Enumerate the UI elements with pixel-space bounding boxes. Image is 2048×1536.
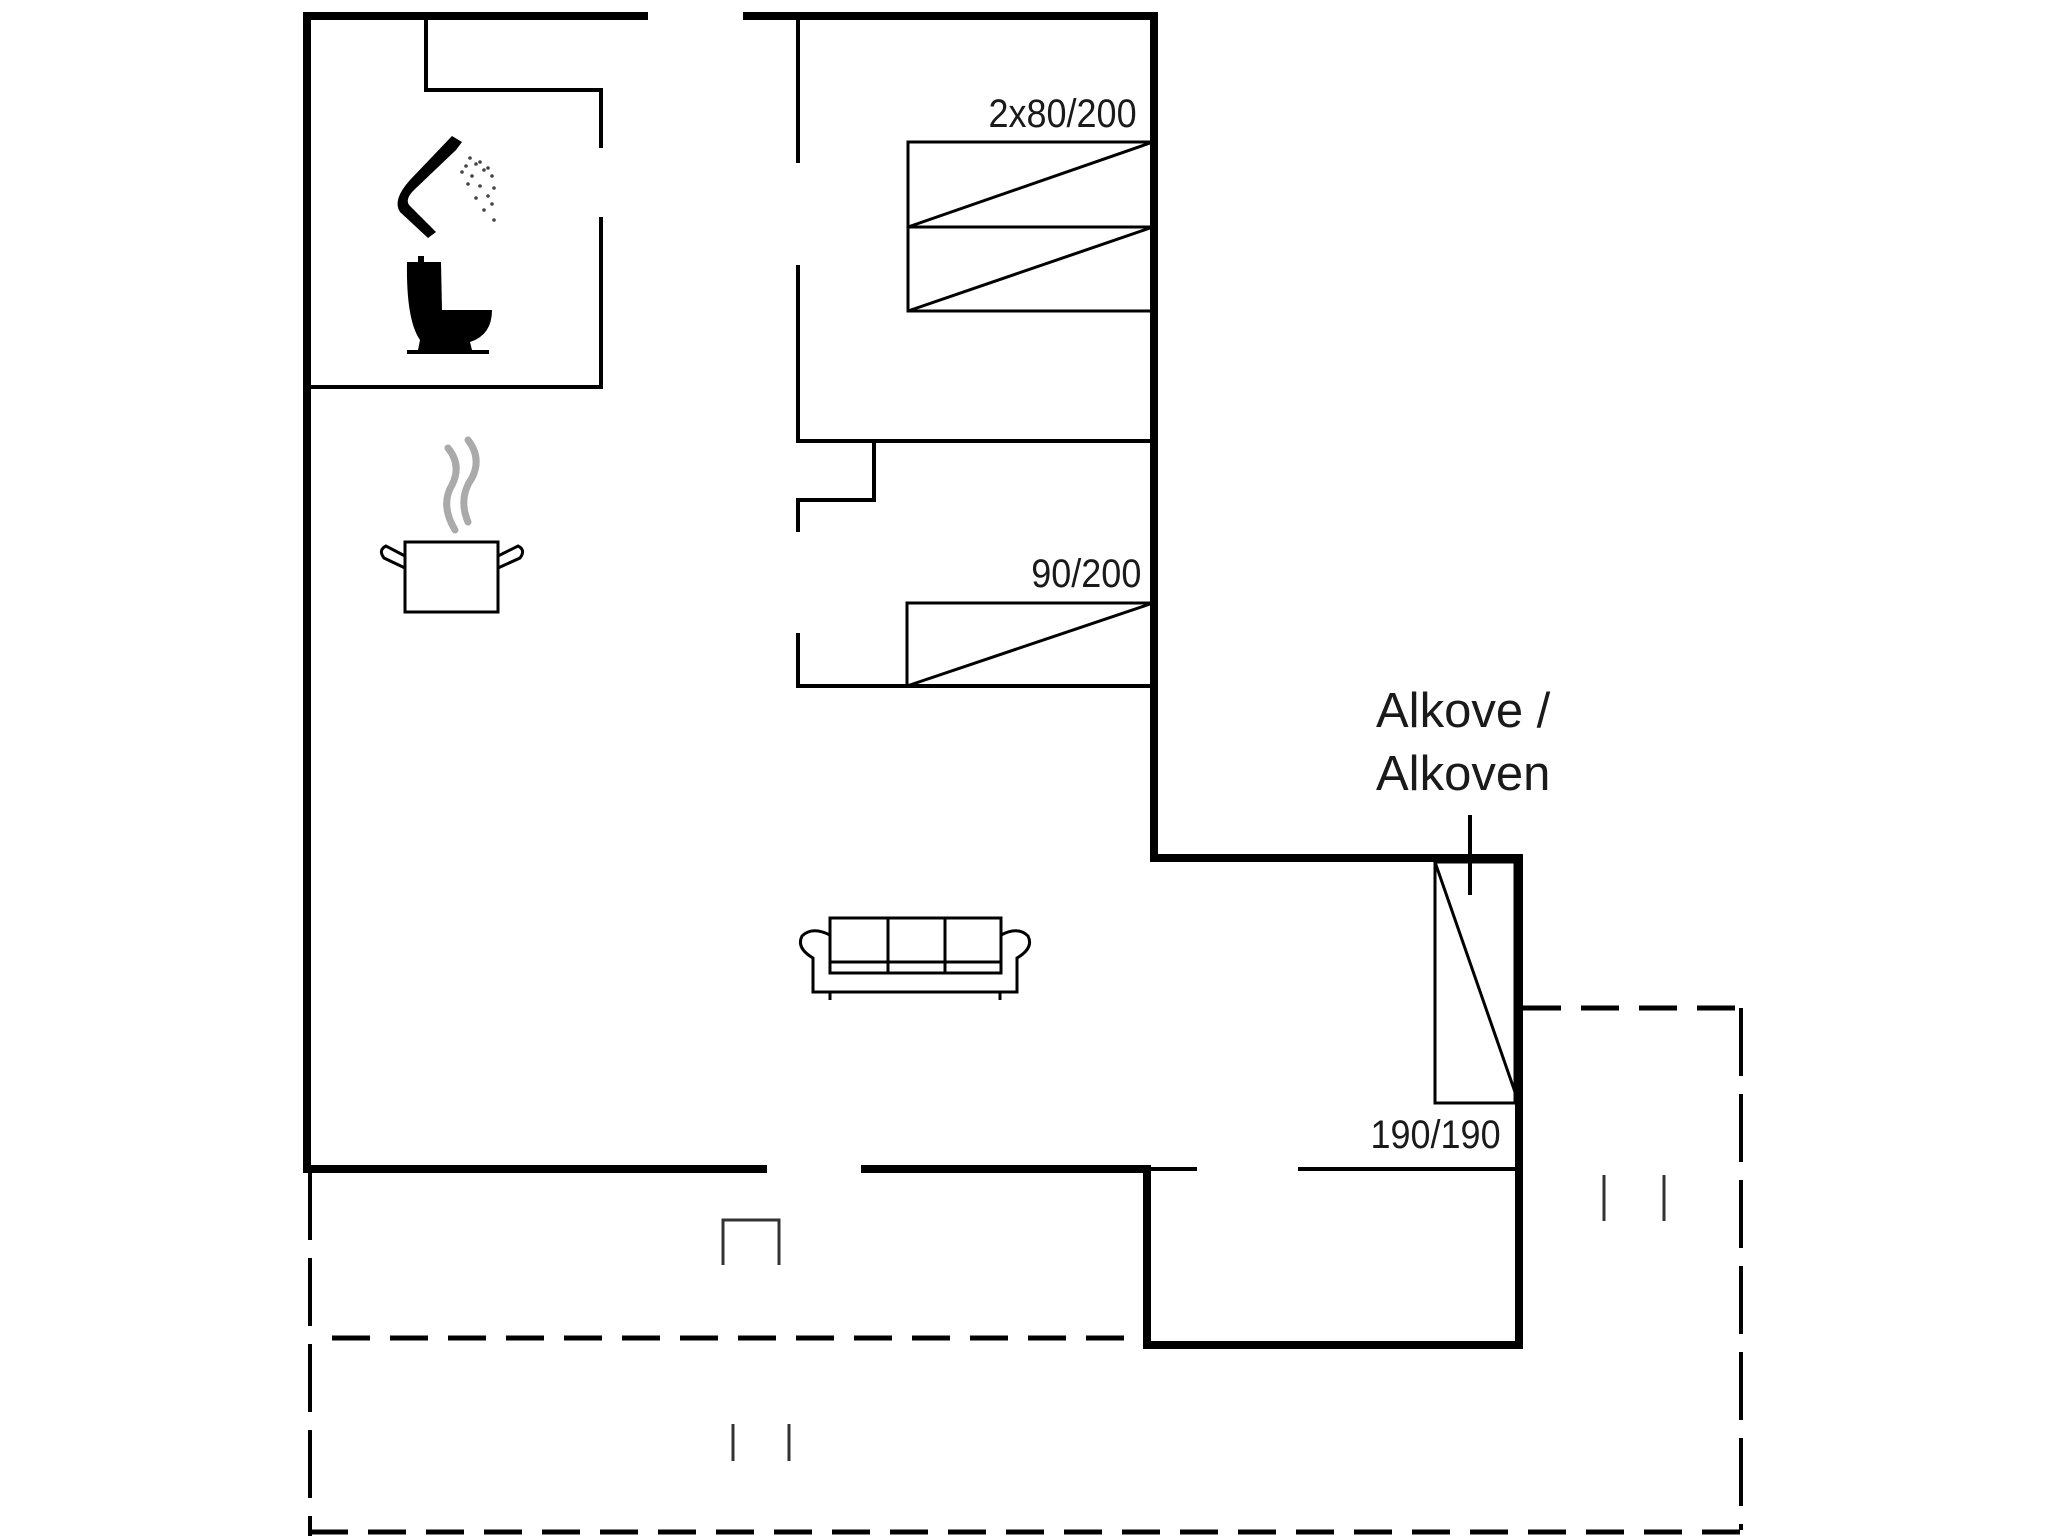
room-label-alcove: Alkove / Alkoven xyxy=(1376,680,1550,806)
bathroom-walls xyxy=(307,16,603,389)
exterior-walls xyxy=(303,12,1523,1349)
sofa-icon xyxy=(798,916,1032,1000)
cooking-pot-icon xyxy=(379,436,525,614)
terrace-markers xyxy=(731,1175,1666,1461)
bed-label-single: 90/200 xyxy=(1030,552,1141,596)
room-label-alcove-line2: Alkoven xyxy=(1376,747,1551,801)
bed-label-alcove: 190/190 xyxy=(1370,1113,1501,1157)
shower-icon xyxy=(397,136,496,238)
bed-label-double: 2x80/200 xyxy=(988,92,1137,136)
bed-single xyxy=(905,601,1155,688)
terrace-outline xyxy=(308,1005,1743,1536)
toilet-icon xyxy=(406,256,492,354)
bed-double xyxy=(906,140,1155,313)
bed-alcove xyxy=(1433,815,1517,1105)
entrance-step xyxy=(721,1218,781,1265)
room-label-alcove-line1: Alkove / xyxy=(1376,684,1551,738)
